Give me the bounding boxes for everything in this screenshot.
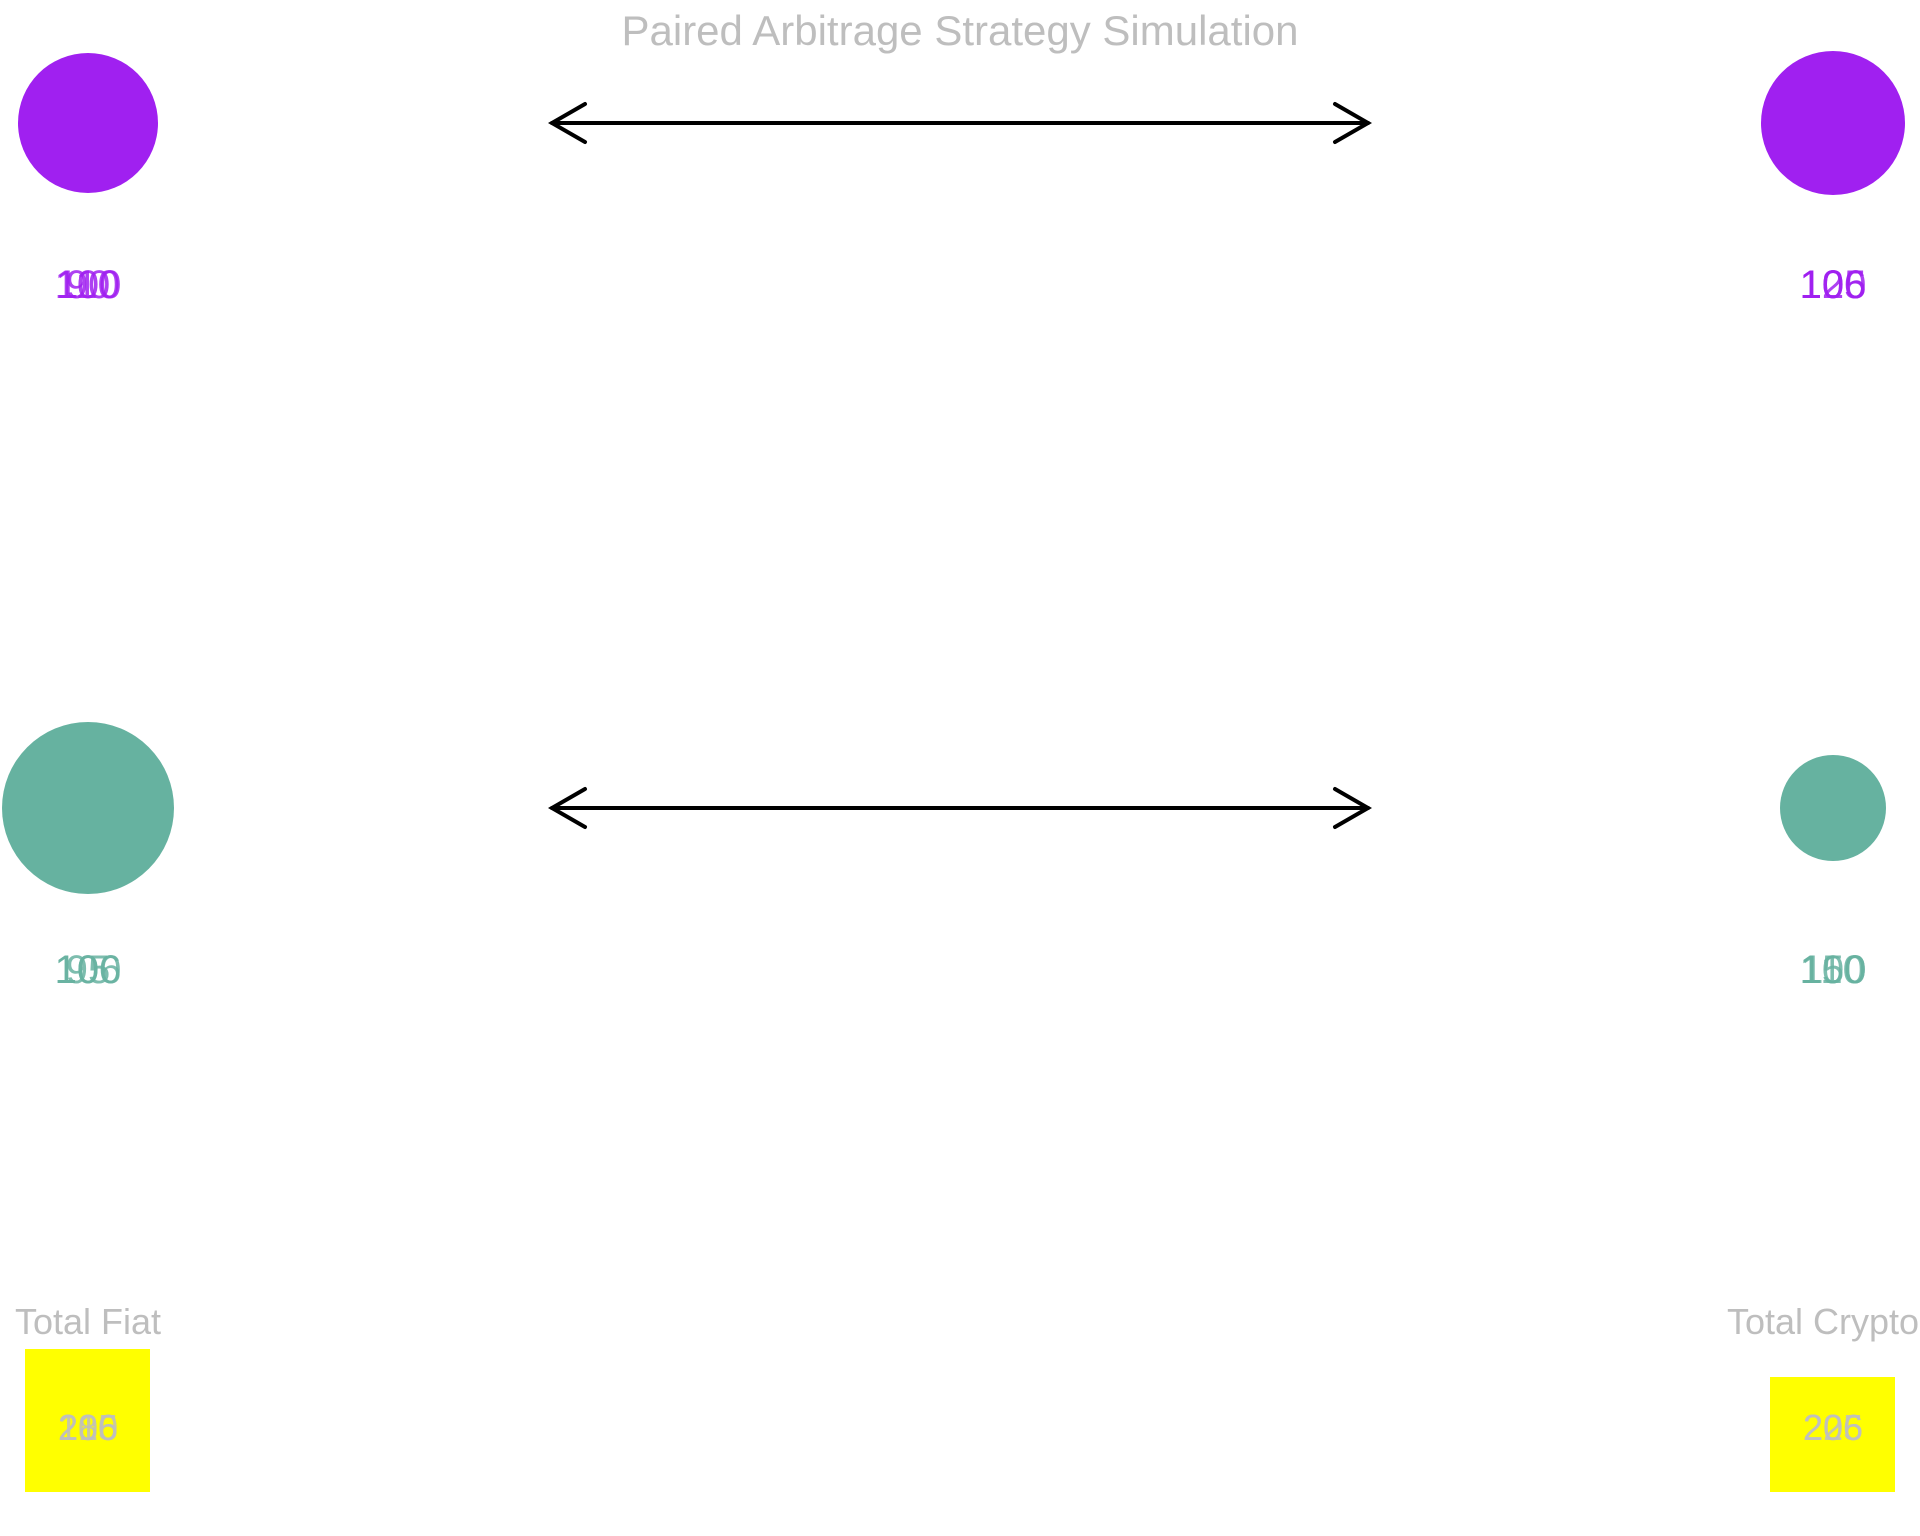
total-right-value: 226 — [1803, 1407, 1863, 1448]
right-node-value: 150 — [1800, 948, 1867, 992]
right-node-value: 105 — [1800, 263, 1867, 307]
exchange-arrow-purple — [547, 102, 1373, 144]
left-node-value: 100 — [55, 948, 122, 992]
right-node-value: 120 — [1800, 263, 1867, 307]
total-crypto-label: Total Crypto — [1727, 1301, 1919, 1342]
total-fiat-label: Total Fiat — [15, 1301, 161, 1342]
right-node-circle-purple — [1761, 51, 1905, 195]
right-node-value: 110 — [1801, 948, 1865, 992]
right-node-value: 106 — [1800, 263, 1867, 307]
left-node-value: 106 — [55, 948, 122, 992]
total-crypto-box — [1770, 1377, 1895, 1492]
left-node-value: 100 — [55, 263, 122, 307]
total-left-value: 200 — [58, 1407, 118, 1448]
exchange-arrow-teal — [547, 787, 1373, 829]
total-left-value: 216 — [58, 1407, 118, 1448]
total-right-value: 205 — [1803, 1407, 1863, 1448]
left-node-value: 90 — [66, 263, 111, 307]
left-node-value: 95 — [66, 948, 111, 992]
right-node-value: 100 — [1800, 948, 1867, 992]
total-right-value: 206 — [1803, 1407, 1863, 1448]
right-node-circle-teal — [1780, 755, 1886, 861]
diagram-title: Paired Arbitrage Strategy Simulation — [621, 7, 1298, 54]
left-node-circle-teal — [2, 722, 174, 894]
total-left-value: 185 — [58, 1407, 118, 1448]
left-node-value: 110 — [56, 263, 120, 307]
total-fiat-box — [25, 1349, 150, 1492]
left-node-circle-purple — [18, 53, 158, 193]
